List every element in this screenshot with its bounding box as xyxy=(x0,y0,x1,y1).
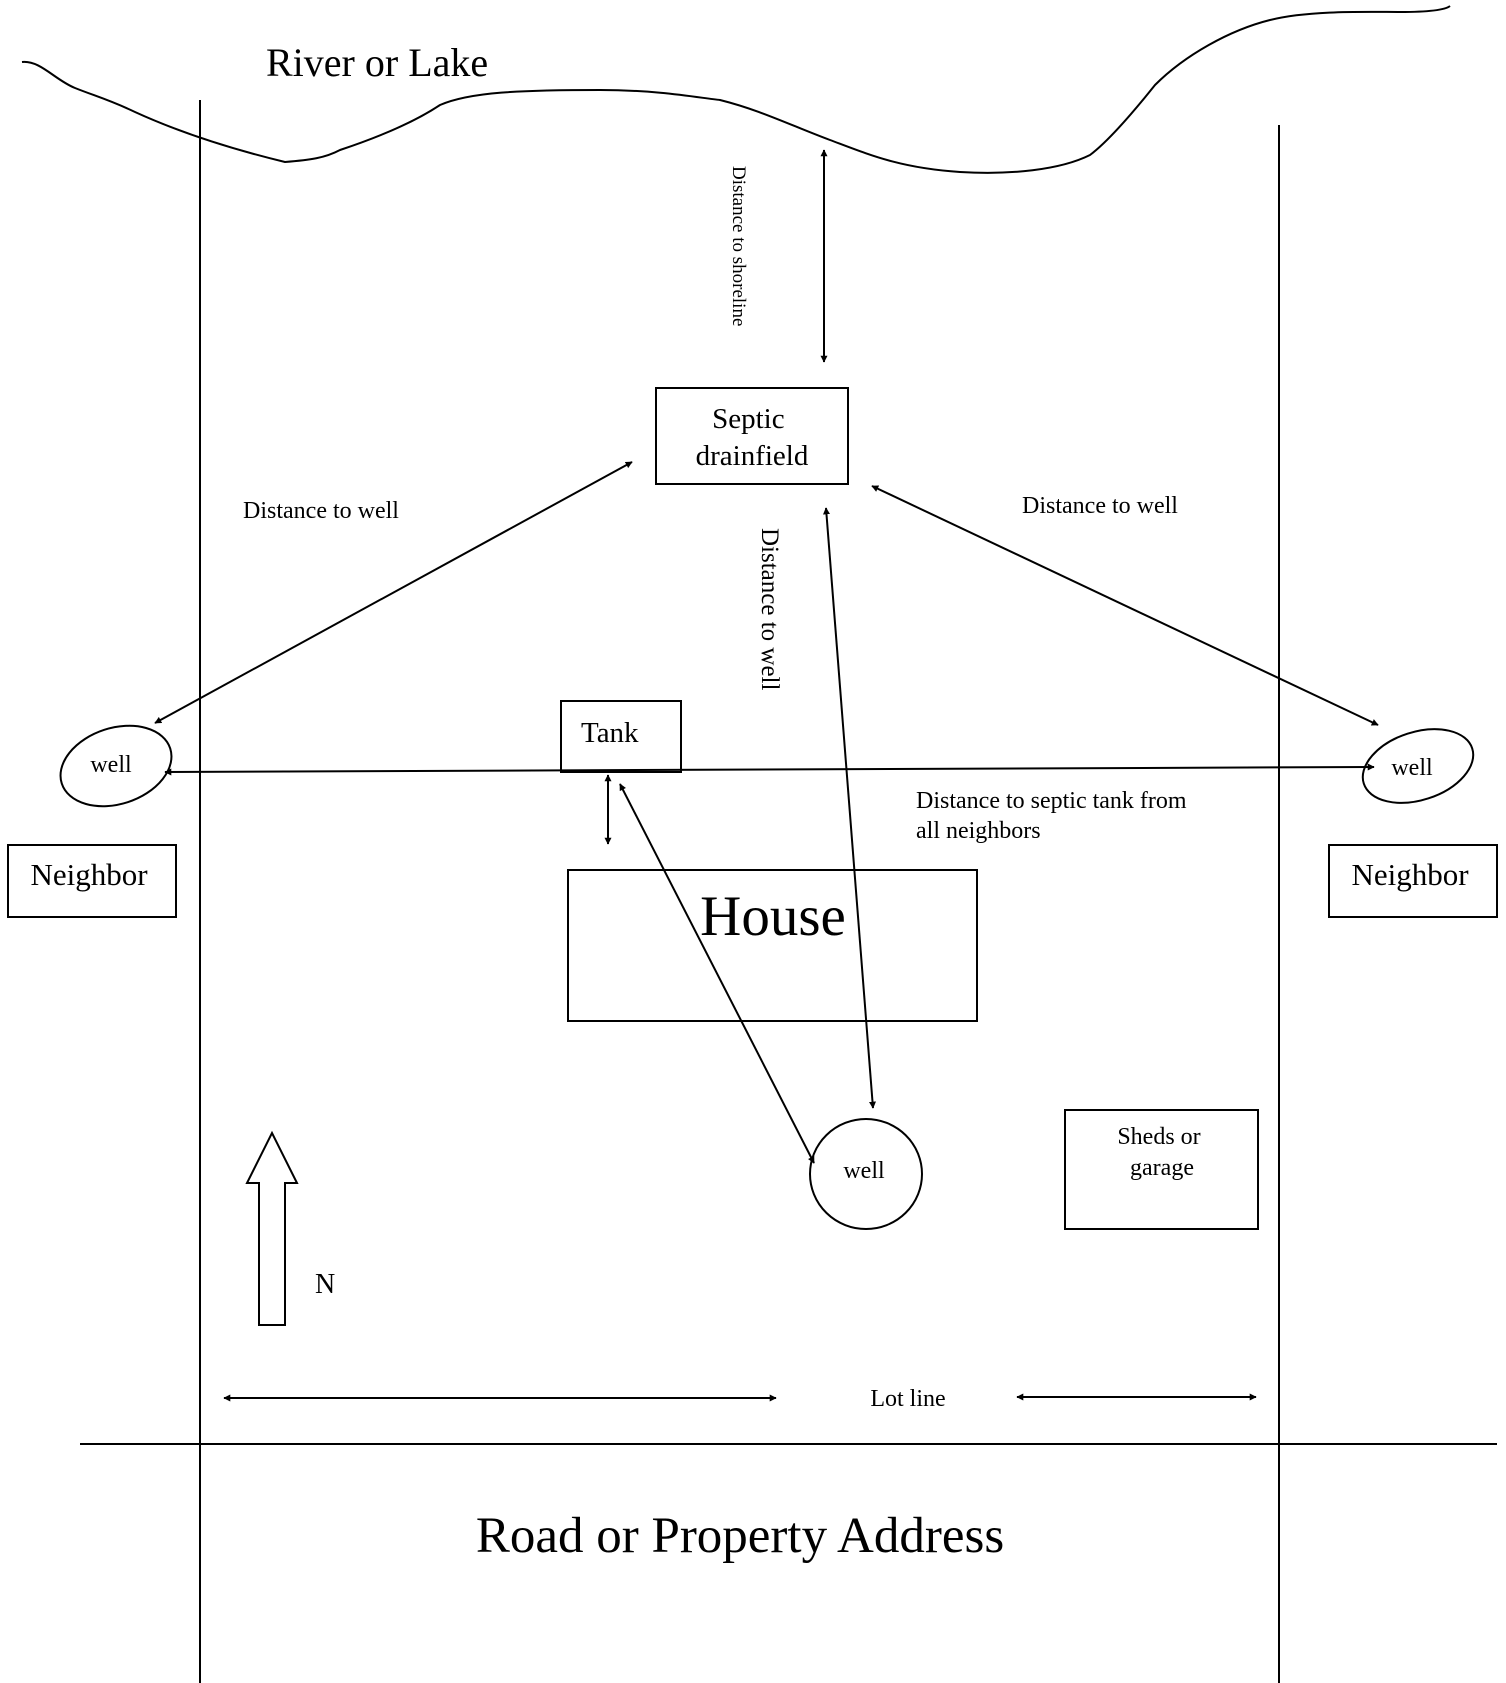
tank-distance-label: Distance to septic tank from all neighbo… xyxy=(916,788,1193,844)
shed-label: Sheds or garage xyxy=(1117,1124,1206,1181)
well-right xyxy=(1361,728,1475,804)
water-label: River or Lake xyxy=(266,40,488,85)
center-well-distance-label: Distance to well xyxy=(756,528,783,691)
septic-drainfield-label: Septic drainfield xyxy=(696,403,809,472)
neighbor-left-label: Neighbor xyxy=(30,857,148,892)
well-left-label: well xyxy=(90,752,132,778)
tank-box xyxy=(560,700,682,773)
neighbor-right-box xyxy=(1328,844,1498,918)
house-label: House xyxy=(700,885,846,948)
shoreline xyxy=(21,5,1451,174)
septic-drainfield-box xyxy=(655,387,849,485)
left-well-distance-label: Distance to well xyxy=(243,498,399,524)
drainfield-left-well-arrow xyxy=(154,461,633,724)
right-well-distance-label: Distance to well xyxy=(1022,493,1178,519)
house-box xyxy=(567,869,978,1022)
neighbor-left-box xyxy=(7,844,177,918)
road-label: Road or Property Address xyxy=(476,1508,1004,1564)
neighbor-wells-arrow xyxy=(164,763,1375,776)
well-right-label: well xyxy=(1391,755,1433,781)
shoreline-distance-label: Distance to shoreline xyxy=(728,166,749,326)
neighbor-right-label: Neighbor xyxy=(1351,857,1469,892)
north-arrow-icon xyxy=(245,1130,299,1326)
tank-own-well-arrow xyxy=(619,783,815,1164)
north-label: N xyxy=(315,1269,335,1300)
drainfield-right-well-arrow xyxy=(871,485,1379,726)
well-left xyxy=(59,724,173,808)
shed-box xyxy=(1064,1109,1259,1230)
tank-label: Tank xyxy=(581,717,639,749)
well-own xyxy=(809,1118,923,1230)
well-own-label: well xyxy=(843,1158,885,1184)
lot-line-label: Lot line xyxy=(870,1386,945,1412)
drainfield-own-well-arrow xyxy=(823,507,876,1109)
